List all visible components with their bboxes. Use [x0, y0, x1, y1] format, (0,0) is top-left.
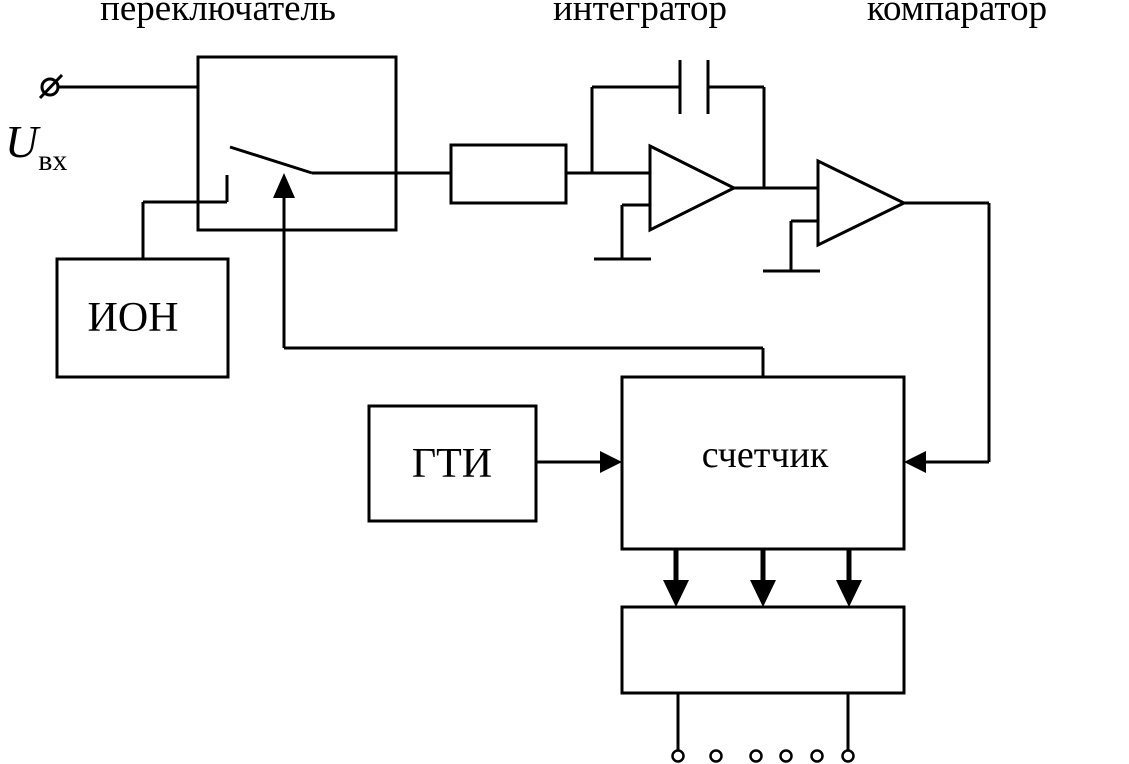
output-register-block [620, 605, 906, 695]
clock-to-counter-arrow [600, 451, 622, 473]
output-pin [671, 749, 685, 763]
output-pins [671, 693, 855, 763]
comparator-label: компаратор [867, 0, 1047, 29]
integrator-opamp [590, 60, 818, 261]
switch-label: переключатель [100, 0, 336, 29]
comparator-opamp [763, 158, 991, 473]
output-pin [749, 749, 763, 763]
input-voltage-symbol: Uвх [5, 116, 67, 177]
resistor [449, 143, 568, 205]
counter-label: счетчик [702, 434, 829, 476]
integrator-label: интегратор [553, 0, 727, 29]
output-pin [779, 749, 793, 763]
switch-block [196, 55, 398, 232]
switch-control-line [273, 173, 765, 377]
clock-generator-label: ГТИ [412, 441, 492, 487]
output-pin [709, 749, 723, 763]
reference-source-block [55, 257, 230, 379]
data-bus [663, 549, 862, 607]
output-pin [810, 749, 824, 763]
clock-generator-block [367, 404, 538, 523]
switch-contact [229, 145, 313, 175]
switch-control-arrow [273, 173, 295, 198]
output-pin [841, 749, 855, 763]
comparator-to-counter-arrow [904, 451, 926, 473]
reference-source-label: ИОН [88, 295, 179, 341]
